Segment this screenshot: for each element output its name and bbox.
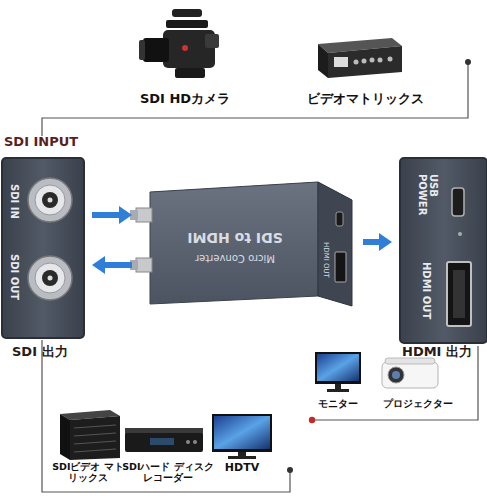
monitor-illustration <box>315 352 361 392</box>
device-label: SDI HDカメラ <box>120 92 250 107</box>
device-label: モニター <box>300 398 375 410</box>
device-label: プロジェクター <box>370 398 466 410</box>
output-callout: SDI 出力 <box>12 345 68 360</box>
monitor-device: モニター <box>300 348 375 414</box>
hdmi-panel-illustration <box>400 158 487 343</box>
camera-illustration <box>139 9 219 78</box>
wire-dot <box>287 467 293 473</box>
device-label: SDIビデオ マトリックス <box>52 462 124 484</box>
sdi-panel: SDI IN SDI OUT <box>2 158 84 338</box>
sdi-matrix-illustration <box>60 410 120 460</box>
output-callout: HDMI 出力 <box>402 345 472 360</box>
device-label: SDIハード ディスクレコーダー <box>120 462 216 484</box>
device-label: HDMI OUT <box>322 242 330 278</box>
hdtv-illustration <box>212 414 272 459</box>
signal-arrow <box>92 212 119 218</box>
converter-box: SDI to HDMI Micro Converter HDMI OUT <box>140 182 355 306</box>
signal-arrow <box>105 262 132 268</box>
device-label: USB POWER <box>416 174 439 220</box>
wire-dot <box>465 59 471 65</box>
port-callout: SDI INPUT <box>4 135 78 150</box>
device-label: HDMI OUT <box>420 262 432 319</box>
signal-arrow <box>363 239 379 245</box>
device-label: Micro Converter <box>175 252 295 264</box>
projector-illustration <box>382 358 438 388</box>
device-label: SDI OUT <box>8 254 20 300</box>
matrix-illustration <box>318 38 402 78</box>
device-label: ビデオマトリックス <box>290 92 440 107</box>
camera-device: SDI HDカメラ <box>120 2 250 110</box>
recorder-device: SDIハード ディスクレコーダー <box>116 420 220 492</box>
sdi-panel-illustration <box>2 158 84 338</box>
recorder-illustration <box>125 428 203 452</box>
device-label: SDI IN <box>8 184 20 219</box>
matrix-device: ビデオマトリックス <box>290 30 440 110</box>
converter-illustration <box>130 182 352 306</box>
hdmi-panel: USB POWER HDMI OUT <box>400 158 487 343</box>
hdtv-device: HDTV <box>205 410 279 480</box>
device-label: HDTV <box>205 462 279 475</box>
wire-dot <box>309 417 315 423</box>
device-label: SDI to HDMI <box>175 230 295 246</box>
sdi-matrix-device: SDIビデオ マトリックス <box>40 405 136 491</box>
